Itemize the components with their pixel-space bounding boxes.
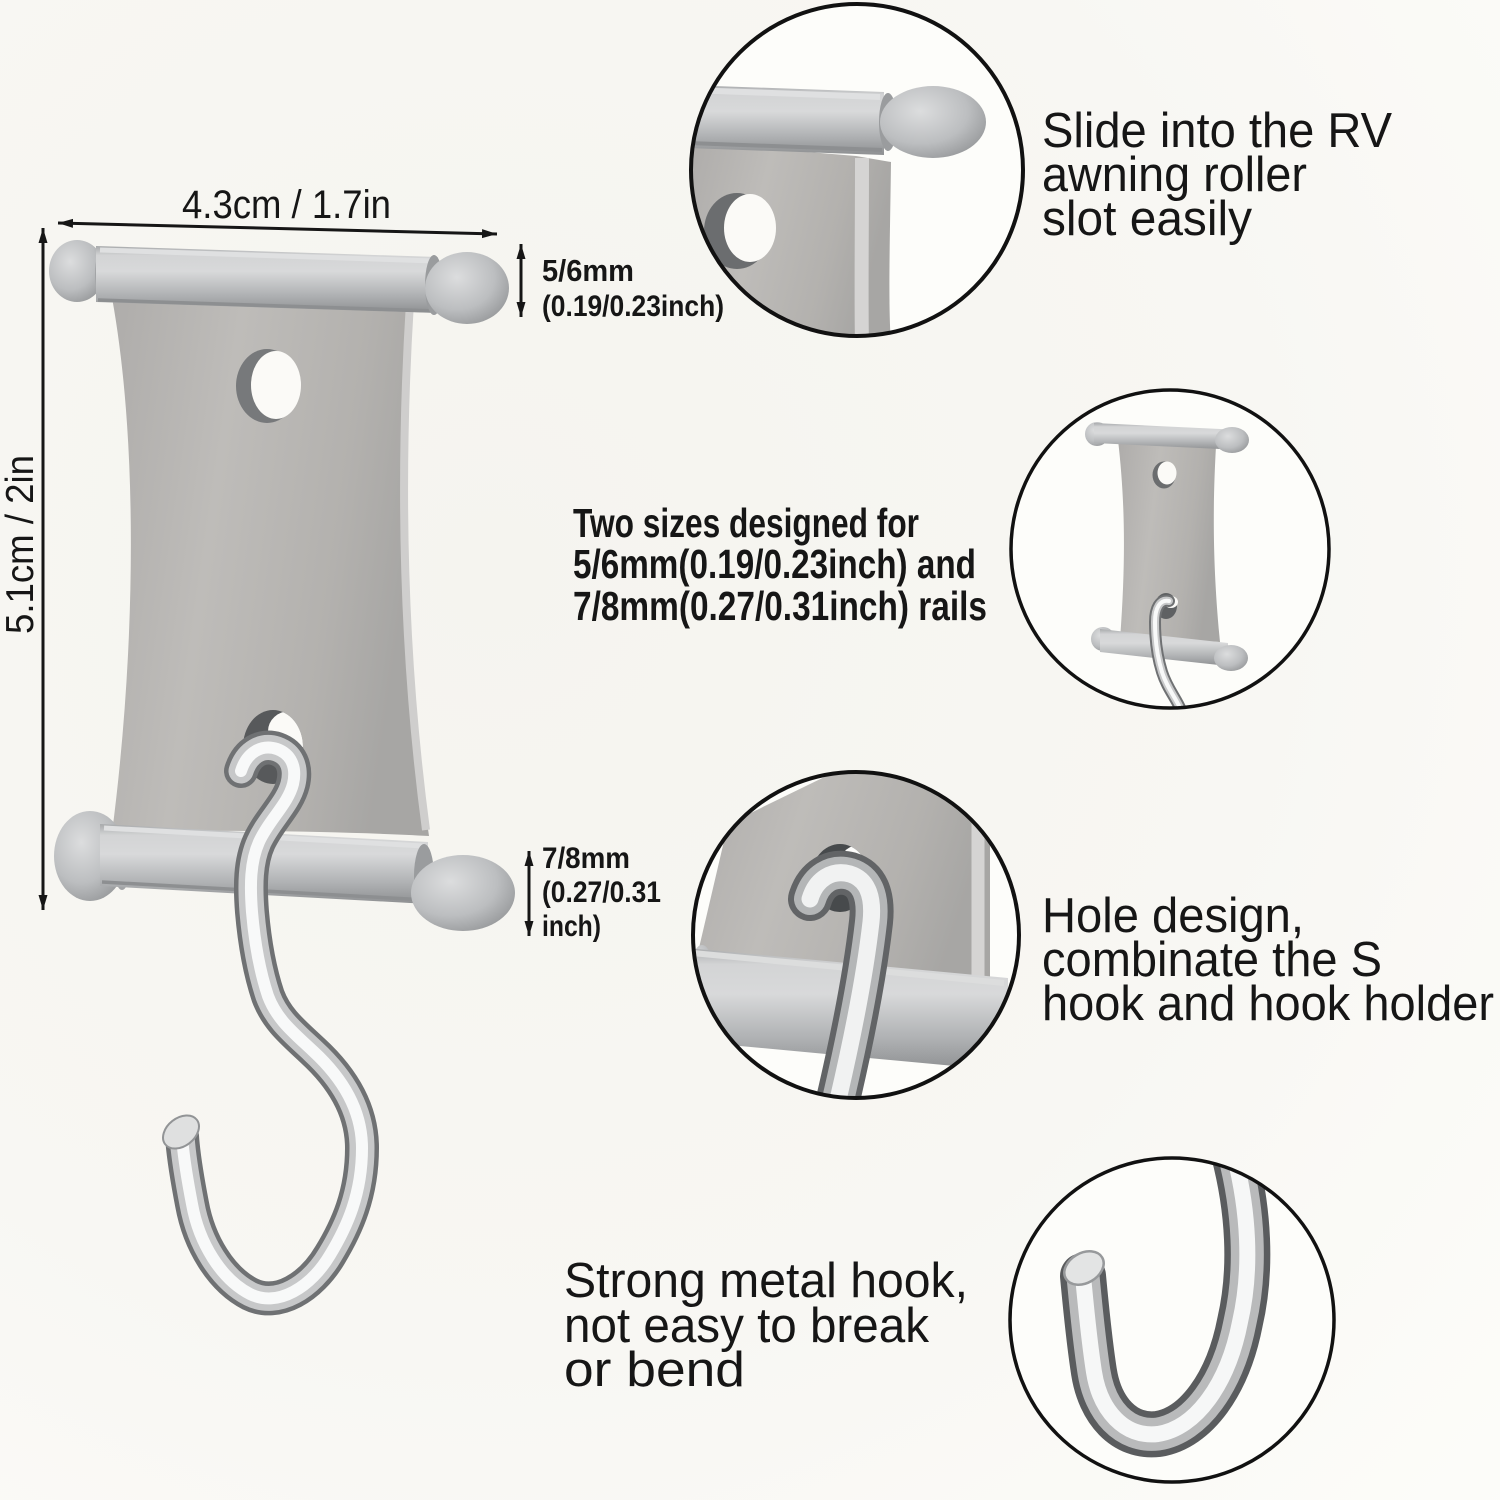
svg-text:5.1cm / 2in: 5.1cm / 2in [0,455,42,634]
svg-text:5/6mm: 5/6mm [542,253,634,288]
svg-text:hook and hook holder: hook and hook holder [1042,977,1494,1031]
svg-text:or bend: or bend [564,1343,745,1397]
svg-text:5/6mm(0.19/0.23inch) and: 5/6mm(0.19/0.23inch) and [573,541,976,587]
svg-text:Slide into the RV: Slide into the RV [1042,104,1392,158]
svg-text:Hole design,: Hole design, [1042,889,1304,943]
svg-text:(0.27/0.31: (0.27/0.31 [542,876,661,909]
svg-text:inch): inch) [542,910,601,943]
svg-text:combinate the S: combinate the S [1042,933,1382,987]
svg-text:Two sizes designed for: Two sizes designed for [573,500,919,546]
svg-text:7/8mm(0.27/0.31inch) rails: 7/8mm(0.27/0.31inch) rails [573,583,987,629]
svg-text:Strong metal hook,: Strong metal hook, [564,1254,968,1308]
svg-text:awning roller: awning roller [1042,148,1307,202]
svg-text:7/8mm: 7/8mm [542,842,630,875]
svg-text:slot easily: slot easily [1042,192,1252,246]
svg-text:4.3cm / 1.7in: 4.3cm / 1.7in [182,183,391,227]
svg-text:(0.19/0.23inch): (0.19/0.23inch) [542,290,724,323]
svg-text:not easy to break: not easy to break [564,1299,929,1353]
